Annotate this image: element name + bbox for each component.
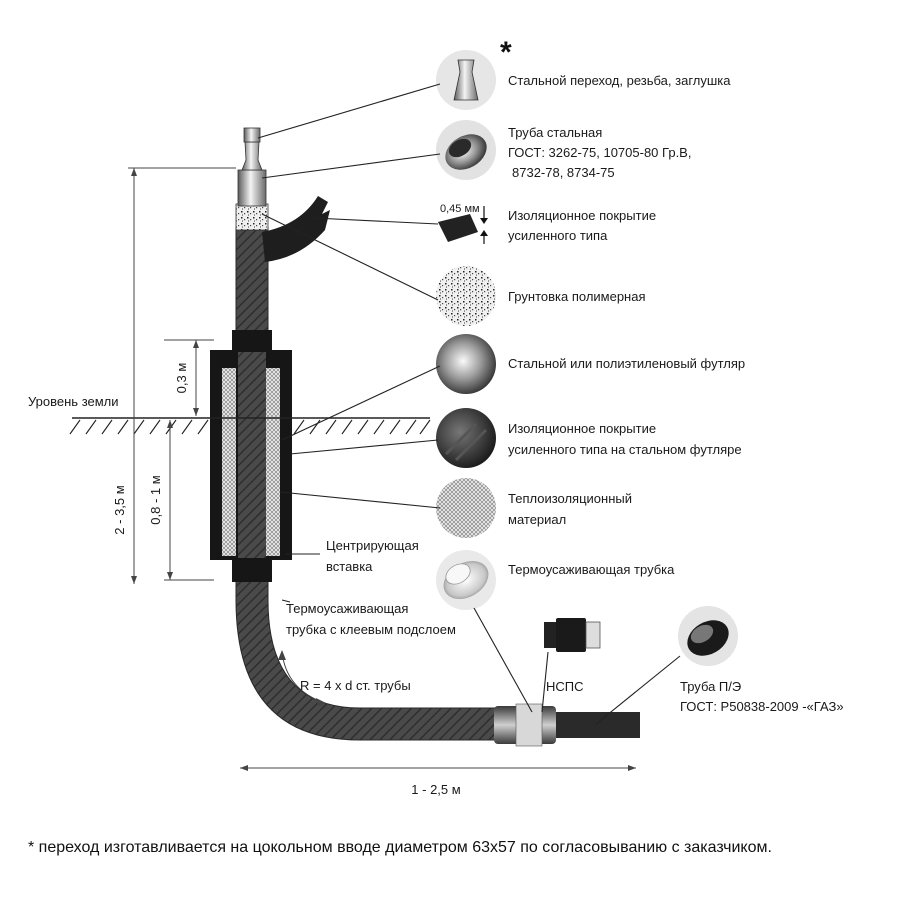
label-thermal-insulation-line2: материал	[508, 512, 566, 527]
label-thickness: 0,45 мм	[440, 203, 480, 215]
footnote: * переход изготавливается на цокольном в…	[28, 839, 772, 856]
label-centering-insert-line2: вставка	[326, 559, 373, 574]
label-casing-insulation-line2: усиленного типа на стальном футляре	[508, 442, 742, 457]
casing-icon	[436, 334, 496, 394]
label-nsps: НСПС	[546, 679, 584, 694]
leader-lines	[257, 83, 681, 725]
primer-icon	[436, 266, 496, 326]
label-steel-pipe-line3: 8732-78, 8734-75	[512, 165, 615, 180]
casing	[210, 330, 292, 582]
dim-below-ground: 0,8 - 1 м	[148, 475, 163, 524]
label-bend-radius: R = 4 x d ст. трубы	[300, 678, 411, 693]
nsps-coupling	[494, 703, 556, 747]
label-pe-pipe-line1: Труба П/Э	[680, 679, 741, 694]
nsps-icon	[544, 618, 601, 652]
dim-total-depth: 2 - 3,5 м	[112, 485, 127, 534]
label-insulation-coating: Изоляционное покрытие усиленного типа	[508, 208, 656, 243]
thermal-insulation-icon	[436, 478, 496, 538]
asterisk-mark: *	[500, 36, 512, 69]
heat-shrink-tube-icon	[436, 550, 496, 610]
ground-line	[69, 417, 431, 435]
steel-pipe-icon	[436, 120, 496, 180]
label-ground-level: Уровень земли	[28, 394, 119, 409]
steel-transition-icon	[436, 50, 496, 110]
casing-insulation-icon	[436, 408, 496, 468]
label-insulation-coating-line2: усиленного типа	[508, 228, 608, 243]
dimension-lines	[128, 167, 636, 771]
label-heat-shrink-tube: Термоусаживающая трубка	[508, 562, 675, 577]
label-pe-pipe: Труба П/Э ГОСТ: Р50838-2009 -«ГАЗ»	[680, 679, 844, 714]
dim-above-ground: 0,3 м	[174, 363, 189, 394]
label-casing-insulation-line1: Изоляционное покрытие	[508, 421, 656, 436]
steel-stub	[237, 127, 267, 207]
label-thermal-insulation-line1: Теплоизоляционный	[508, 491, 632, 506]
label-casing-insulation: Изоляционное покрытие усиленного типа на…	[508, 421, 742, 457]
label-pe-pipe-line2: ГОСТ: Р50838-2009 -«ГАЗ»	[680, 699, 844, 714]
label-centering-insert-line1: Центрирующая	[326, 538, 419, 553]
dim-horizontal: 1 - 2,5 м	[411, 782, 460, 797]
pe-pipe	[556, 712, 640, 738]
label-heat-shrink-glue-line1: Термоусаживающая	[286, 601, 408, 616]
label-steel-pipe-line2: ГОСТ: 3262-75, 10705-80 Гр.В,	[508, 145, 691, 160]
label-steel-pipe-line1: Труба стальная	[508, 125, 602, 140]
label-heat-shrink-glue-line2: трубка с клеевым подслоем	[286, 622, 456, 637]
label-steel-pipe: Труба стальная ГОСТ: 3262-75, 10705-80 Г…	[508, 125, 691, 180]
label-casing: Стальной или полиэтиленовый футляр	[508, 356, 745, 371]
label-primer: Грунтовка полимерная	[508, 289, 646, 304]
insulation-coating-icon	[438, 206, 488, 244]
label-insulation-coating-line1: Изоляционное покрытие	[508, 208, 656, 223]
label-heat-shrink-glue: Термоусаживающая трубка с клеевым подсло…	[286, 601, 456, 637]
pe-pipe-icon	[678, 606, 738, 666]
label-centering-insert: Центрирующая вставка	[326, 538, 419, 574]
label-steel-transition: Стальной переход, резьба, заглушка	[508, 73, 731, 88]
label-thermal-insulation: Теплоизоляционный материал	[508, 491, 632, 527]
